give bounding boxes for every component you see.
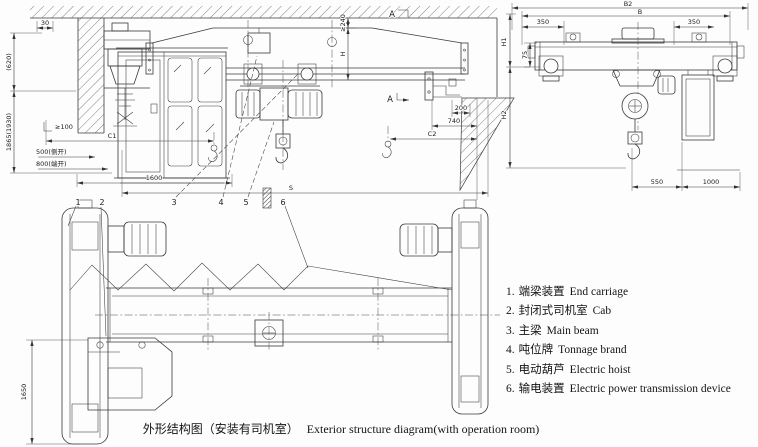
hoist-plan: [254, 312, 284, 352]
end-carriage-endview: [527, 22, 745, 130]
plan-view: 1650 1 2 3 4 5 6: [19, 55, 500, 445]
dim-ge240: ≥240: [339, 14, 347, 32]
electric-hoist-endview: [612, 69, 676, 160]
dim-30: 30: [41, 19, 49, 27]
legend-item-number: 1.: [506, 286, 515, 298]
legend-item-number: 3.: [506, 324, 515, 337]
legend-item-label-en: Electric hoist: [569, 363, 631, 376]
legend-item-label-zh: 吨位牌: [518, 344, 554, 357]
cab-elevation: [114, 47, 230, 184]
ceiling-hatch: [30, 6, 497, 18]
dim-800-end: 800(端开): [36, 159, 66, 168]
caption-zh: 外形结构图（安装有司机室）: [142, 422, 299, 436]
dim-ge100: ≥100: [55, 123, 73, 131]
legend-item-label-en: Tonnage brand: [558, 344, 627, 357]
dim-350-left: 350: [537, 18, 549, 26]
callout-5: 5: [243, 198, 248, 207]
legend-item: 6. 输电装置 Electric power transmission devi…: [506, 380, 731, 399]
legend-item-label-zh: 电动葫芦: [518, 363, 565, 376]
legend-item: 2. 封闭式司机室 Cab: [506, 302, 731, 321]
dim-500-side: 500(侧开): [36, 147, 66, 156]
dim-b: B: [638, 8, 642, 16]
end-carriage-plan-right: [399, 199, 489, 415]
right-wall-bracket: [424, 18, 515, 192]
callout-4: 4: [218, 198, 223, 207]
electric-hoist-elevation: [235, 60, 323, 170]
legend-item-number: 6.: [506, 383, 515, 396]
dim-b2: B2: [624, 0, 633, 8]
elevation-view: 30 (620) 1865(1930): [4, 6, 515, 200]
wall-column-hatch: [78, 18, 104, 133]
hook: [275, 147, 289, 164]
dim-1600: 1600: [146, 174, 163, 182]
legend-item-label-zh: 主梁: [518, 324, 542, 337]
legend-item-label-en: End carriage: [569, 286, 629, 298]
rail-section-mark: [262, 187, 272, 209]
cab-plan: [87, 337, 173, 411]
legend-item-label-en: Cab: [592, 305, 612, 318]
legend-item: 4. 吨位牌 Tonnage brand: [506, 341, 731, 360]
end-view: B2 B 350 350: [499, 0, 749, 191]
dim-200: 200: [455, 104, 467, 112]
dim-75: 75: [521, 51, 529, 59]
dim-620: (620): [5, 53, 13, 70]
section-marker-a-top: A: [388, 9, 409, 21]
dim-350-right: 350: [688, 18, 700, 26]
legend-item-label-en: Electric power transmission device: [569, 383, 731, 396]
callout-6: 6: [280, 198, 285, 207]
dim-H: H: [339, 51, 347, 56]
cab-endview: [681, 70, 715, 141]
legend-item-number: 4.: [506, 344, 515, 357]
dim-1865: 1865(1930): [5, 113, 13, 151]
drawing-caption: 外形结构图（安装有司机室） Exterior structure diagram(…: [116, 420, 566, 437]
legend-item: 5. 电动葫芦 Electric hoist: [506, 361, 731, 380]
dim-h1: H1: [500, 37, 508, 46]
main-beam-elevation: [145, 20, 469, 88]
dim-c2: C2: [428, 130, 437, 138]
caption-en: Exterior structure diagram(with operatio…: [306, 422, 540, 436]
dim-span-s: S: [289, 184, 293, 192]
dim-h2: H2: [500, 110, 508, 119]
callout-1: 1: [75, 198, 80, 207]
tonnage-plate: [247, 32, 271, 54]
svg-text:A: A: [389, 10, 395, 20]
end-carriage-plan-left: [61, 199, 167, 445]
section-marker-a-bottom: A: [386, 93, 409, 106]
legend-item: 1. 端梁装置 End carriage: [506, 283, 731, 302]
legend-item: 3. 主梁 Main beam: [506, 322, 731, 341]
main-beam-plan: [95, 278, 500, 352]
legend-item-label-zh: 封闭式司机室: [518, 305, 588, 318]
power-festoon-line: [69, 262, 453, 292]
dim-740: 740: [448, 117, 460, 125]
dim-1650: 1650: [20, 384, 28, 401]
legend-item-number: 2.: [506, 305, 515, 318]
legend-item-label-en: Main beam: [546, 324, 599, 337]
legend-item-number: 5.: [506, 363, 515, 376]
callout-3: 3: [171, 198, 176, 207]
end-carriage-elevation: [103, 22, 151, 127]
dim-1000: 1000: [703, 178, 720, 186]
part-callouts: 1 2 3 4 5 6: [67, 55, 309, 337]
legend-item-label-zh: 端梁装置: [518, 286, 565, 298]
legend-item-label-zh: 输电装置: [518, 383, 565, 396]
dim-550: 550: [651, 178, 663, 186]
dim-c1: C1: [108, 132, 117, 140]
callout-2: 2: [99, 198, 104, 207]
hook: [627, 143, 641, 160]
svg-text:A: A: [387, 95, 393, 105]
parts-legend: 1. 端梁装置 End carriage 2. 封闭式司机室 Cab 3. 主梁…: [506, 283, 731, 399]
